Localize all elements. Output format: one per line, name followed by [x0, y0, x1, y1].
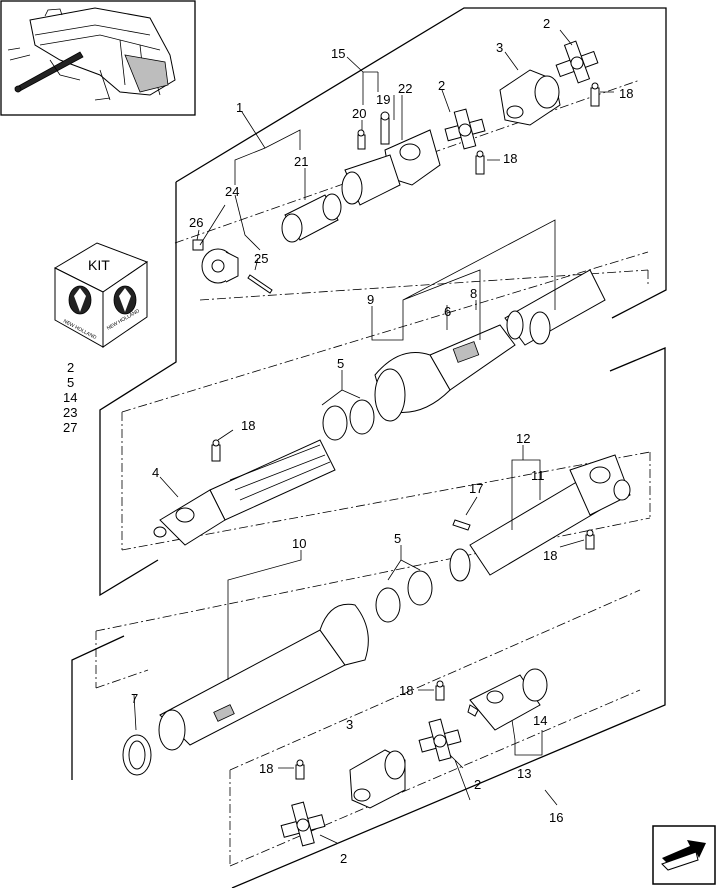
guard-tube-10	[158, 603, 369, 751]
callout-3: 3	[346, 717, 353, 732]
grease-fitting-18-e	[435, 680, 445, 701]
callout-13: 13	[517, 766, 531, 781]
callout-2: 2	[474, 777, 481, 792]
callout-15: 15	[331, 46, 345, 61]
grease-fitting-18-a	[590, 82, 600, 107]
kit-item: 5	[67, 375, 74, 390]
shear-collar-25	[201, 248, 239, 284]
callout-18: 18	[503, 151, 517, 166]
inner-yoke-21	[281, 193, 342, 243]
callout-2: 2	[340, 851, 347, 866]
callout-12: 12	[516, 431, 530, 446]
universal-joint-cross-2-top	[555, 40, 599, 84]
callout-5: 5	[337, 356, 344, 371]
kit-item: 27	[63, 420, 77, 435]
grease-fitting-18-d	[585, 529, 595, 550]
grease-fitting-18-c	[211, 439, 221, 462]
guard-cone-6	[374, 324, 516, 422]
callout-25: 25	[254, 251, 268, 266]
inner-shaft-yoke-4	[153, 439, 336, 546]
yoke-13-14	[467, 668, 548, 731]
next-page-arrow-icon	[661, 840, 706, 871]
callout-4: 4	[152, 465, 159, 480]
universal-joint-cross-2-lower-left	[280, 801, 326, 847]
callout-18: 18	[399, 683, 413, 698]
grease-fitting-18-b	[475, 150, 485, 175]
upper-assembly-frame	[99, 7, 667, 597]
kit-item: 2	[67, 360, 74, 375]
kit-item-list: 2 5 14 23 27	[63, 360, 77, 435]
callout-6: 6	[444, 304, 451, 319]
universal-joint-cross-2-lower-right	[418, 718, 462, 762]
callout-18: 18	[241, 418, 255, 433]
outer-yoke-11-12	[449, 454, 631, 582]
callout-1: 1	[236, 100, 243, 115]
lower-assembly-frame	[71, 347, 666, 889]
callout-2: 2	[543, 16, 550, 31]
callout-3: 3	[496, 40, 503, 55]
grease-fitting-17	[452, 519, 471, 531]
callout-22: 22	[398, 81, 412, 96]
yoke-3-top	[499, 69, 561, 126]
callout-24: 24	[225, 184, 239, 199]
bearing-ring-7	[122, 734, 152, 776]
bolt-25	[247, 274, 273, 294]
callout-20: 20	[352, 106, 366, 121]
callout-labels: 15 2 3 18 2 19 22 20 1 18 21 24 26 25 8 …	[131, 16, 633, 866]
callout-14: 14	[533, 713, 547, 728]
retaining-ring-5-lower	[375, 570, 433, 623]
callout-7: 7	[131, 691, 138, 706]
nut-26	[192, 239, 204, 251]
callout-10: 10	[292, 536, 306, 551]
callout-18: 18	[259, 761, 273, 776]
callout-21: 21	[294, 154, 308, 169]
kit-item: 23	[63, 405, 77, 420]
kit-item: 14	[63, 390, 77, 405]
tractor-location-inset	[0, 0, 196, 116]
retaining-ring-5-upper	[322, 399, 375, 441]
next-page-button[interactable]	[652, 825, 716, 885]
callout-19: 19	[376, 92, 390, 107]
grease-fitting-18-f	[295, 759, 305, 780]
callout-8: 8	[470, 286, 477, 301]
callout-26: 26	[189, 215, 203, 230]
callout-18: 18	[619, 86, 633, 101]
callout-16: 16	[549, 810, 563, 825]
callout-9: 9	[367, 292, 374, 307]
collar-21	[341, 154, 401, 206]
kit-box: KIT NEW HOLLAND NEW HOLLAND 2 5 14 23 27	[53, 242, 149, 435]
universal-joint-cross-2-mid	[444, 108, 486, 150]
yoke-22	[384, 129, 441, 186]
callout-2: 2	[438, 78, 445, 93]
callout-11: 11	[531, 468, 545, 483]
callout-5: 5	[394, 531, 401, 546]
fitting-20	[357, 129, 366, 150]
callout-18: 18	[543, 548, 557, 563]
callout-17: 17	[469, 481, 483, 496]
bolt-19	[380, 111, 390, 145]
yoke-3-lower	[349, 749, 406, 809]
kit-title: KIT	[88, 257, 110, 273]
